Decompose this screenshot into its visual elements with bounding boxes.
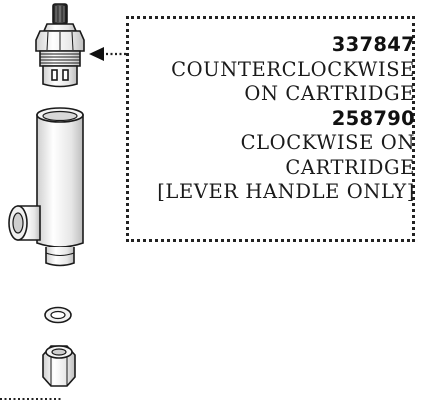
washer-icon [44, 306, 72, 324]
cartridge-icon [35, 3, 85, 88]
part-number-1: 337847 [331, 33, 415, 56]
part-1-description-line-1: COUNTERCLOCKWISE [171, 57, 415, 81]
callout-box [126, 16, 415, 242]
part-2-description-line-2: CARTRIDGE [285, 155, 415, 179]
part-2-description-line-1: CLOCKWISE ON [240, 131, 415, 154]
hex-nut-icon [42, 345, 76, 387]
part-2-description-line-3: [LEVER HANDLE ONLY] [157, 180, 415, 203]
callout-arrow-icon [89, 47, 126, 61]
callout-text: 337847 COUNTERCLOCKWISE ON CARTRIDGE 258… [115, 33, 415, 205]
part-1-description-line-2: ON CARTRIDGE [244, 82, 415, 105]
valve-body-icon [8, 107, 84, 267]
part-number-2: 258790 [331, 106, 415, 130]
